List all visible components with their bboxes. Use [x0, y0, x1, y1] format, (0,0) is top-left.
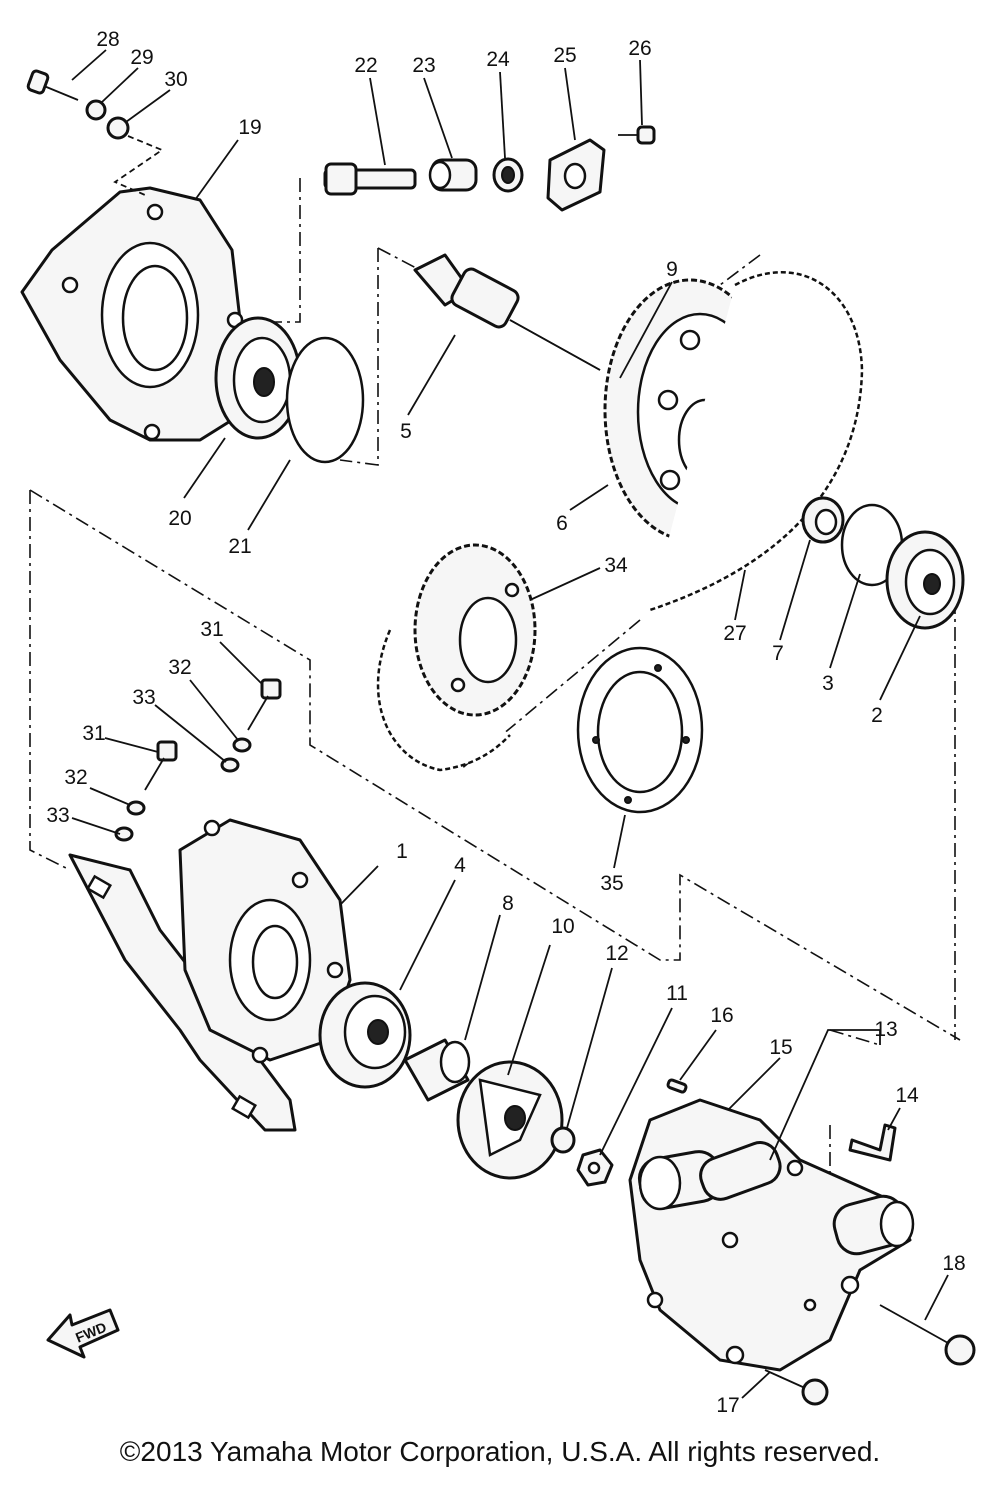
upper-cover-part-19 — [20, 186, 244, 442]
callout-8: 8 — [502, 892, 514, 915]
callout-7: 7 — [772, 642, 784, 665]
washer-part-30 — [106, 116, 130, 140]
callout-6: 6 — [556, 512, 568, 535]
callout-32-upper: 32 — [168, 656, 191, 679]
callout-35: 35 — [600, 872, 623, 895]
nut-part-11 — [576, 1148, 614, 1187]
plate-part-25 — [546, 138, 606, 212]
bearing-part-20 — [214, 316, 302, 440]
impeller-part-10 — [456, 1060, 564, 1180]
oil-seal-part-7 — [801, 496, 845, 544]
bearing-part-2 — [885, 530, 965, 630]
shaft-part-22 — [323, 162, 417, 196]
fwd-direction-arrow: FWD — [46, 1308, 120, 1359]
callout-10: 10 — [551, 915, 574, 938]
washer-part-33-lower — [114, 826, 134, 842]
copyright-notice: ©2013 Yamaha Motor Corporation, U.S.A. A… — [119, 1436, 881, 1467]
callout-17: 17 — [716, 1394, 739, 1417]
callout-4: 4 — [454, 854, 466, 877]
spacer-part-8 — [403, 1038, 471, 1102]
callout-22: 22 — [354, 54, 377, 77]
bolt-part-18 — [879, 1304, 976, 1366]
callout-21: 21 — [228, 535, 251, 558]
oil-seal-part-24 — [492, 157, 524, 193]
callout-26: 26 — [628, 37, 651, 60]
washer-part-29 — [85, 99, 107, 121]
callout-27: 27 — [723, 622, 746, 645]
callout-31-lower: 31 — [82, 722, 105, 745]
callout-34: 34 — [604, 554, 628, 577]
callout-9: 9 — [666, 258, 678, 281]
circlip-part-21 — [285, 336, 365, 464]
drive-shaft-part-5 — [413, 253, 601, 371]
callout-1: 1 — [396, 840, 408, 863]
callout-3: 3 — [822, 672, 834, 695]
callout-16: 16 — [710, 1004, 733, 1027]
washer-part-32-lower — [126, 800, 146, 816]
callout-31-upper: 31 — [200, 618, 223, 641]
dashed-link-28-19 — [113, 135, 164, 196]
bolt-part-28 — [26, 69, 79, 101]
washer-part-32-upper — [232, 737, 252, 753]
callout-29: 29 — [130, 46, 153, 69]
screw-part-26 — [618, 125, 656, 145]
callout-2: 2 — [871, 704, 883, 727]
elbow-pipe-part-14 — [848, 1123, 897, 1162]
callout-28: 28 — [96, 28, 119, 51]
small-pulley-part-34 — [413, 543, 537, 717]
bushing-part-23 — [428, 158, 478, 192]
gasket-part-35 — [576, 646, 704, 814]
callout-11: 11 — [666, 982, 688, 1005]
callout-33-upper: 33 — [132, 686, 155, 709]
callout-33-lower: 33 — [46, 804, 69, 827]
bolt-part-17 — [764, 1369, 829, 1406]
pump-cover-part-15 — [628, 1098, 915, 1372]
callout-12: 12 — [605, 942, 628, 965]
callout-leader-lines — [71, 49, 949, 1399]
callout-5: 5 — [400, 420, 412, 443]
callout-labels: 1 2 3 4 5 6 7 8 9 10 11 12 13 14 15 16 1… — [46, 28, 965, 1417]
bolt-part-31-upper — [247, 678, 282, 731]
callout-18: 18 — [942, 1252, 965, 1275]
callout-23: 23 — [412, 54, 435, 77]
bolt-part-31-lower — [144, 740, 178, 791]
washer-part-12 — [550, 1126, 576, 1154]
callout-15: 15 — [769, 1036, 792, 1059]
callout-20: 20 — [168, 507, 191, 530]
callout-13: 13 — [874, 1018, 897, 1041]
callout-32-lower: 32 — [64, 766, 87, 789]
bearing-part-4 — [318, 981, 412, 1089]
callout-14: 14 — [895, 1084, 919, 1107]
pump-housing-part-1 — [68, 818, 352, 1132]
callout-19: 19 — [238, 116, 261, 139]
callout-25: 25 — [553, 44, 576, 67]
pin-part-16 — [666, 1078, 688, 1094]
callout-24: 24 — [486, 48, 510, 71]
callout-30: 30 — [164, 68, 187, 91]
